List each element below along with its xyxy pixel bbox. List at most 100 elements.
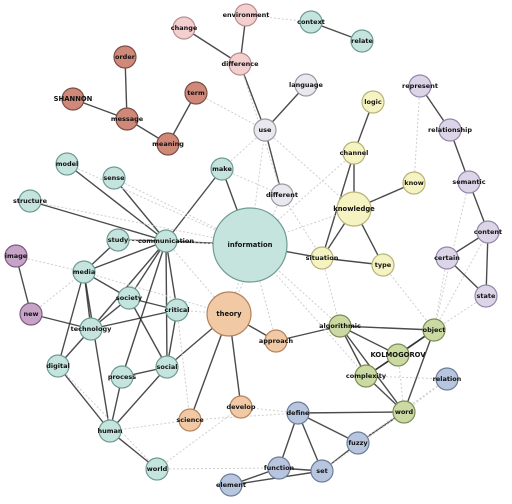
node-different[interactable]: different [266, 183, 298, 207]
node-meaning[interactable]: meaning [152, 132, 184, 156]
edge-media-digital [57, 271, 85, 367]
node-model[interactable]: model [55, 152, 79, 176]
node-context[interactable]: context [297, 10, 325, 34]
edge-different-situation [281, 194, 323, 259]
node-content[interactable]: content [474, 220, 502, 244]
node-channel[interactable]: channel [340, 141, 369, 165]
node-label-science: science [176, 416, 204, 424]
edge-sense-information [113, 177, 251, 246]
node-develop[interactable]: develop [226, 395, 256, 419]
node-label-make: make [212, 165, 232, 173]
edge-complexity-relation [365, 375, 448, 380]
node-study[interactable]: study [106, 228, 130, 252]
edge-society-social [128, 297, 168, 368]
node-circle-structure [18, 189, 42, 213]
node-information[interactable]: information [212, 207, 288, 283]
node-circle-word [392, 400, 416, 424]
node-circle-world [145, 457, 169, 481]
node-difference[interactable]: difference [221, 52, 259, 76]
node-science[interactable]: science [176, 408, 204, 432]
node-label-logic: logic [364, 98, 382, 106]
node-process[interactable]: process [108, 365, 136, 389]
node-circle-technology [79, 317, 103, 341]
edge-algorithmic-object [339, 325, 435, 331]
node-label-certain: certain [434, 254, 460, 262]
node-circle-information [212, 207, 288, 283]
node-communication[interactable]: communication [138, 229, 194, 253]
node-define[interactable]: define [286, 401, 311, 425]
node-logic[interactable]: logic [361, 90, 385, 114]
node-world[interactable]: world [145, 457, 169, 481]
node-use[interactable]: use [253, 118, 277, 142]
node-society[interactable]: society [116, 286, 143, 310]
node-theory[interactable]: theory [206, 291, 252, 337]
node-circle-theory [206, 291, 252, 337]
node-change[interactable]: change [171, 16, 198, 40]
node-circle-represent [408, 74, 432, 98]
node-label-function: function [264, 464, 295, 472]
node-set[interactable]: set [310, 459, 334, 483]
node-label-approach: approach [259, 337, 294, 345]
node-circle-object [422, 318, 446, 342]
edge-communication-social [165, 240, 168, 368]
node-human[interactable]: human [97, 419, 123, 443]
node-type[interactable]: type [371, 253, 395, 277]
edge-represent-know [413, 85, 421, 184]
node-new[interactable]: new [19, 302, 43, 326]
node-structure[interactable]: structure [13, 189, 48, 213]
edge-human-media [83, 271, 111, 432]
node-circle-define [286, 401, 310, 425]
node-digital[interactable]: digital [46, 354, 70, 378]
node-element[interactable]: element [216, 473, 246, 497]
edge-world-develop [156, 406, 242, 470]
node-critical[interactable]: critical [164, 298, 190, 322]
node-know[interactable]: know [402, 171, 426, 195]
node-social[interactable]: social [155, 355, 179, 379]
node-knowledge[interactable]: knowledge [333, 191, 375, 227]
node-circle-situation [310, 246, 334, 270]
edge-technology-critical [90, 309, 178, 330]
node-label-shannon: SHANNON [54, 95, 93, 103]
node-technology[interactable]: technology [71, 317, 112, 341]
node-circle-message [115, 107, 139, 131]
edge-information-use [249, 129, 266, 246]
node-label-environment: environment [223, 11, 270, 19]
node-state[interactable]: state [474, 284, 498, 308]
node-label-situation: situation [306, 254, 339, 262]
node-label-communication: communication [138, 237, 194, 245]
node-relation[interactable]: relation [433, 367, 462, 391]
node-order[interactable]: order [113, 45, 137, 69]
node-circle-knowledge [336, 191, 372, 227]
node-shannon[interactable]: SHANNON [54, 87, 93, 111]
node-label-message: message [111, 115, 144, 123]
edge-communication-process [121, 240, 167, 378]
node-language[interactable]: language [289, 73, 324, 97]
node-circle-sense [102, 166, 126, 190]
node-word[interactable]: word [392, 400, 416, 424]
node-function[interactable]: function [264, 456, 295, 480]
node-represent[interactable]: represent [402, 74, 438, 98]
node-circle-order [113, 45, 137, 69]
node-approach[interactable]: approach [259, 329, 294, 353]
node-term[interactable]: term [184, 81, 208, 105]
node-complexity[interactable]: complexity [346, 364, 387, 388]
node-certain[interactable]: certain [434, 246, 460, 270]
node-relate[interactable]: relate [350, 29, 374, 53]
edge-type-object [382, 264, 435, 331]
node-environment[interactable]: environment [223, 3, 270, 27]
node-label-semantic: semantic [452, 178, 485, 186]
node-image[interactable]: image [4, 244, 28, 268]
node-label-digital: digital [46, 362, 69, 370]
node-algorithmic[interactable]: algorithmic [319, 314, 361, 338]
node-message[interactable]: message [111, 107, 144, 131]
node-kolmogorov[interactable]: KOLMOGOROV [370, 343, 426, 367]
node-media[interactable]: media [72, 260, 96, 284]
node-situation[interactable]: situation [306, 246, 339, 270]
node-semantic[interactable]: semantic [452, 170, 486, 194]
node-fuzzy[interactable]: fuzzy [346, 431, 370, 455]
edge-function-world [156, 467, 280, 470]
node-sense[interactable]: sense [102, 166, 126, 190]
node-relationship[interactable]: relationship [428, 118, 472, 142]
node-make[interactable]: make [210, 157, 234, 181]
node-object[interactable]: object [422, 318, 446, 342]
